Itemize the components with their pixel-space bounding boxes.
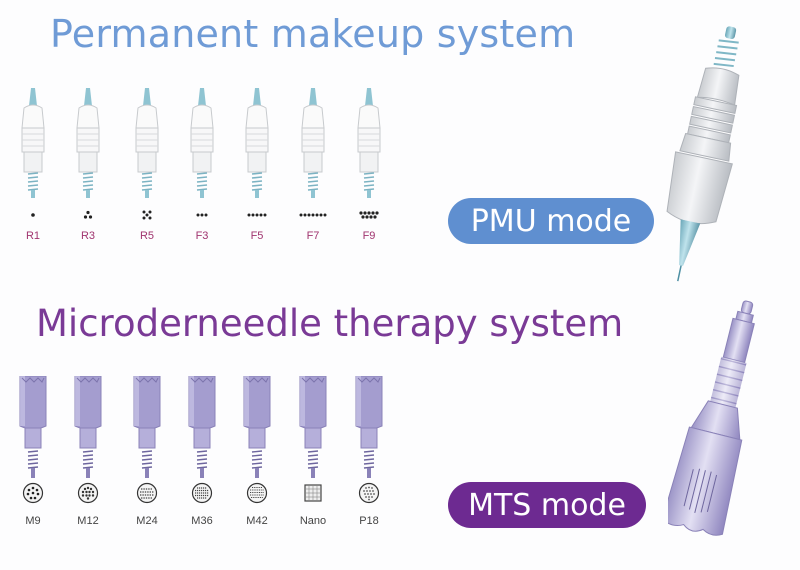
needle-pattern-icon (347, 482, 391, 504)
needle-label: R3 (80, 230, 96, 242)
needle-pattern-icon (347, 208, 391, 222)
needle-pattern-icon (235, 482, 279, 504)
mts-cartridge-m12 (66, 376, 110, 480)
pmu-cartridge-f5 (235, 88, 279, 200)
needle-label: F9 (362, 230, 376, 242)
needle-pattern-icon (66, 482, 110, 504)
pmu-cartridge-r5 (125, 88, 169, 200)
mts-cartridge-m24 (125, 376, 169, 480)
needle-label: M36 (191, 515, 213, 527)
mts-cartridge-m42 (235, 376, 279, 480)
needle-label: R5 (139, 230, 155, 242)
pmu-cartridge-f3 (180, 88, 224, 200)
pmu-cartridge-image (666, 26, 740, 282)
mts-section-title: Microderneedle therapy system (36, 302, 624, 345)
mts-mode-badge: MTS mode (448, 482, 646, 528)
mts-cartridge-m9 (11, 376, 55, 480)
pmu-cartridge-r3 (66, 88, 110, 200)
needle-pattern-icon (180, 482, 224, 504)
needle-label: P18 (359, 515, 379, 527)
needle-pattern-icon (291, 482, 335, 504)
needle-label: M9 (25, 515, 41, 527)
needle-pattern-icon (180, 208, 224, 222)
needle-label: F5 (250, 230, 264, 242)
mts-cartridge-p18 (347, 376, 391, 480)
needle-pattern-icon (66, 208, 110, 222)
needle-pattern-icon (11, 482, 55, 504)
needle-pattern-icon (291, 208, 335, 222)
needle-pattern-icon (125, 208, 169, 222)
mts-cartridge-image (668, 300, 755, 536)
pmu-mode-badge: PMU mode (448, 198, 654, 244)
needle-label: F3 (195, 230, 209, 242)
needle-label: R1 (25, 230, 41, 242)
needle-label: M24 (136, 515, 158, 527)
mts-cartridge-m36 (180, 376, 224, 480)
pmu-section-title: Permanent makeup system (50, 12, 576, 56)
pmu-cartridge-r1 (11, 88, 55, 200)
needle-label: M12 (77, 515, 99, 527)
needle-label: M42 (246, 515, 268, 527)
needle-pattern-icon (11, 208, 55, 222)
mts-cartridge-nano (291, 376, 335, 480)
needle-pattern-icon (125, 482, 169, 504)
pmu-cartridge-f7 (291, 88, 335, 200)
pmu-cartridge-f9 (347, 88, 391, 200)
needle-label: Nano (299, 515, 327, 527)
needle-label: F7 (306, 230, 320, 242)
needle-pattern-icon (235, 208, 279, 222)
